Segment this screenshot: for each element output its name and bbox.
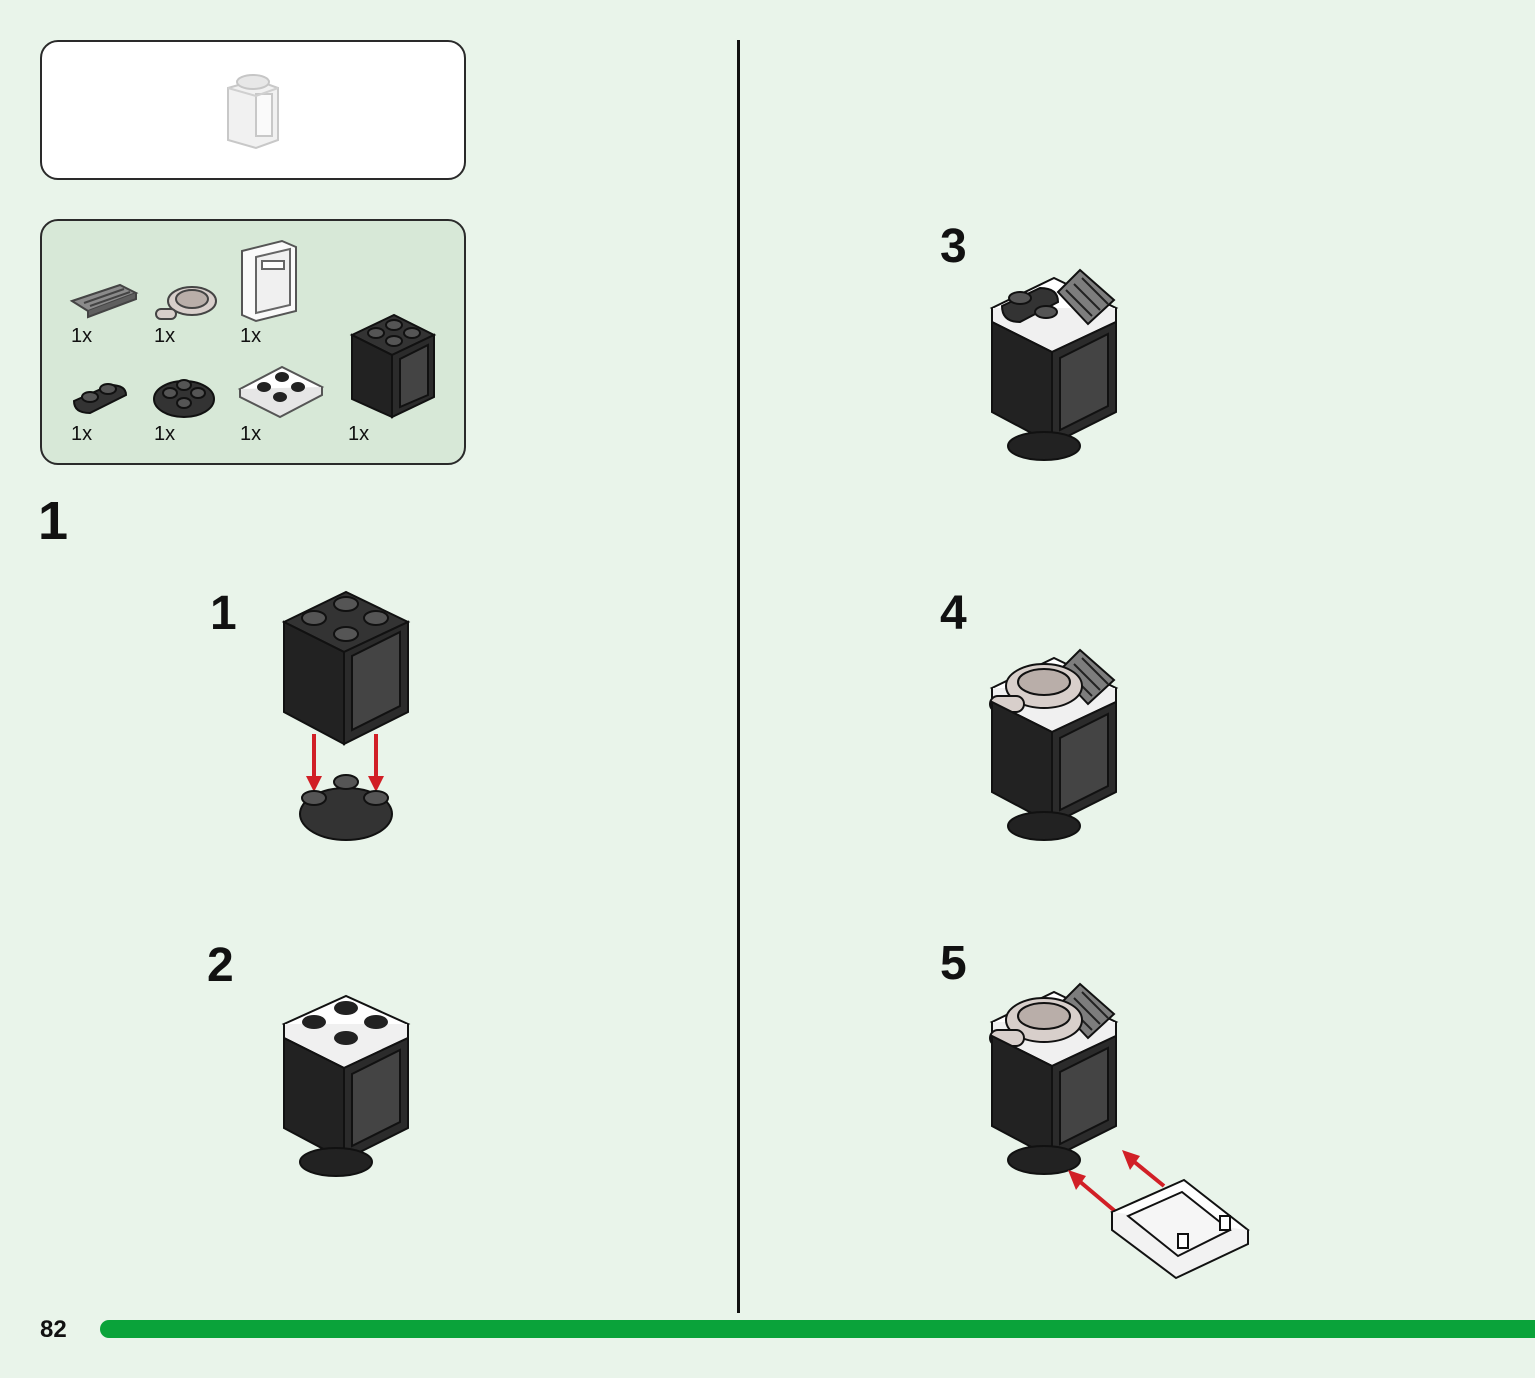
column-divider [737,40,740,1313]
part-round-plate-with-bar [155,286,217,320]
part-grille-tile [69,283,139,319]
part-white-plate-2x2 [237,365,325,419]
substep-4-illustration [989,648,1119,841]
page-number: 82 [40,1316,67,1343]
step-number: 1 [38,491,69,551]
part-qty: 1x [240,325,262,347]
part-qty: 1x [154,423,176,445]
substep-number: 1 [210,587,237,640]
substep-5-illustration [989,982,1250,1280]
part-qty: 1x [154,325,176,347]
progress-bar [100,1320,1535,1338]
part-qty: 1x [348,423,370,445]
substep-number: 4 [940,587,967,640]
part-plate-1x2-rounded [72,383,128,415]
substep-3-illustration [989,268,1119,461]
substep-1-illustration [281,590,411,841]
model-preview-panel [40,40,466,180]
part-qty: 1x [71,325,93,347]
substep-number: 2 [207,939,234,992]
parts-list-panel: 1x 1x 1x 1x 1x 1x [40,219,466,465]
part-qty: 1x [240,423,262,445]
substep-number: 5 [940,937,967,990]
part-white-panel [241,239,297,323]
part-round-plate-2x2 [153,379,215,418]
substep-number: 3 [940,220,967,273]
part-black-container [349,313,437,419]
substep-2-illustration [281,994,411,1177]
part-qty: 1x [71,423,93,445]
model-preview-image [227,74,279,150]
